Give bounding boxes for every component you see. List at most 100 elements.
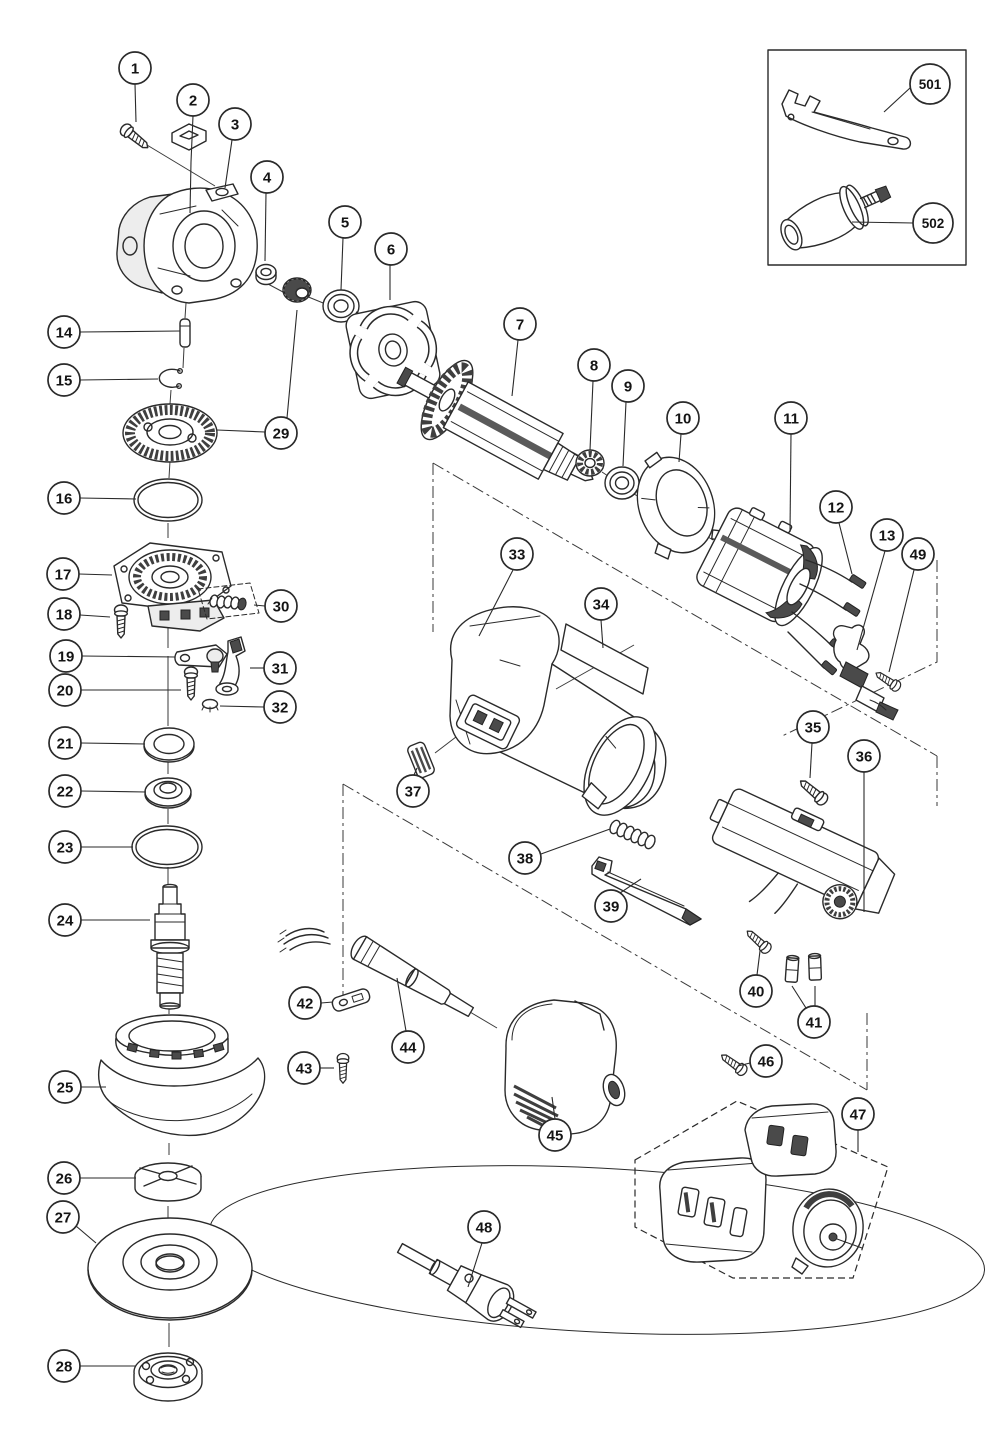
callout-15[interactable]: 15 xyxy=(47,363,159,397)
callout-10[interactable]: 10 xyxy=(666,401,700,463)
callout-3[interactable]: 3 xyxy=(218,107,252,189)
callout-28[interactable]: 28 xyxy=(47,1349,136,1383)
callout-26[interactable]: 26 xyxy=(47,1161,136,1195)
callout-16[interactable]: 16 xyxy=(47,481,137,515)
svg-text:2: 2 xyxy=(189,92,197,109)
callout-31[interactable]: 31 xyxy=(250,651,297,685)
svg-text:45: 45 xyxy=(547,1127,564,1144)
callout-501[interactable]: 501 xyxy=(883,63,951,113)
part-lever-plate-19 xyxy=(174,644,228,673)
callout-30[interactable]: 30 xyxy=(253,589,298,623)
callout-22[interactable]: 22 xyxy=(48,774,147,808)
callout-48[interactable]: 48 xyxy=(467,1210,501,1288)
part-housing-33 xyxy=(449,606,667,816)
part-spring-30 xyxy=(197,582,260,620)
callout-36[interactable]: 36 xyxy=(847,739,881,912)
callout-7[interactable]: 7 xyxy=(503,307,537,397)
callout-2[interactable]: 2 xyxy=(176,83,210,214)
callout-5[interactable]: 5 xyxy=(328,205,362,291)
svg-text:10: 10 xyxy=(675,410,692,427)
callout-14[interactable]: 14 xyxy=(47,315,181,349)
callout-19[interactable]: 19 xyxy=(49,639,176,673)
callout-1[interactable]: 1 xyxy=(118,51,152,123)
callout-46[interactable]: 46 xyxy=(737,1044,783,1078)
callout-42[interactable]: 42 xyxy=(288,986,334,1020)
callout-33[interactable]: 33 xyxy=(478,537,534,637)
section-lines xyxy=(342,462,938,1091)
callout-47[interactable]: 47 xyxy=(841,1097,875,1152)
callout-12[interactable]: 12 xyxy=(819,490,853,575)
part-brush-holder-13 xyxy=(832,624,899,721)
callout-27[interactable]: 27 xyxy=(46,1200,97,1244)
callout-37[interactable]: 37 xyxy=(396,767,430,808)
callout-49[interactable]: 49 xyxy=(888,537,935,673)
part-nameplate-34 xyxy=(560,623,649,695)
part-spindle-24 xyxy=(150,883,190,1010)
callout-39[interactable]: 39 xyxy=(594,878,642,923)
part-wheel-washer-26 xyxy=(134,1162,202,1202)
callout-32[interactable]: 32 xyxy=(219,690,297,724)
callout-41[interactable]: 41 xyxy=(791,985,831,1039)
svg-text:41: 41 xyxy=(806,1014,823,1031)
svg-text:21: 21 xyxy=(57,735,74,752)
svg-text:39: 39 xyxy=(603,898,620,915)
svg-text:28: 28 xyxy=(56,1358,73,1375)
svg-text:20: 20 xyxy=(57,682,74,699)
part-bearing-5 xyxy=(322,289,360,323)
svg-text:22: 22 xyxy=(57,783,74,800)
callout-25[interactable]: 25 xyxy=(48,1070,106,1104)
svg-text:27: 27 xyxy=(55,1209,72,1226)
part-push-nut-32 xyxy=(201,698,219,713)
svg-text:29: 29 xyxy=(273,425,290,442)
svg-text:7: 7 xyxy=(516,316,524,333)
callout-17[interactable]: 17 xyxy=(46,557,113,591)
callout-40[interactable]: 40 xyxy=(739,950,773,1008)
callout-23[interactable]: 23 xyxy=(48,830,133,864)
callout-13[interactable]: 13 xyxy=(856,518,904,651)
callout-6[interactable]: 6 xyxy=(374,232,408,300)
svg-text:12: 12 xyxy=(828,499,845,516)
callout-44[interactable]: 44 xyxy=(391,977,425,1064)
part-grinding-wheel-27 xyxy=(87,1217,253,1321)
callout-9[interactable]: 9 xyxy=(611,369,645,467)
callout-24[interactable]: 24 xyxy=(48,903,150,937)
part-plug-48 xyxy=(396,1242,537,1329)
svg-text:36: 36 xyxy=(856,748,873,765)
part-nut-4 xyxy=(255,263,277,286)
svg-text:9: 9 xyxy=(624,378,632,395)
svg-text:35: 35 xyxy=(805,719,822,736)
svg-text:6: 6 xyxy=(387,241,395,258)
callout-11[interactable]: 11 xyxy=(774,401,808,533)
part-square-nut-2 xyxy=(171,123,207,151)
callout-35[interactable]: 35 xyxy=(796,710,830,779)
part-spring-38 xyxy=(609,819,656,850)
callout-18[interactable]: 18 xyxy=(47,597,111,631)
svg-text:23: 23 xyxy=(57,839,74,856)
part-lock-lever-31 xyxy=(215,636,246,696)
part-ring-16 xyxy=(133,478,203,522)
part-cord-armor-44 xyxy=(277,927,475,1018)
svg-text:43: 43 xyxy=(296,1060,313,1077)
callout-45[interactable]: 45 xyxy=(538,1096,572,1152)
svg-text:502: 502 xyxy=(922,216,945,231)
side-handle-502 xyxy=(780,184,892,251)
callout-20[interactable]: 20 xyxy=(48,673,181,707)
svg-text:44: 44 xyxy=(400,1039,417,1056)
callout-34[interactable]: 34 xyxy=(584,587,618,649)
callout-21[interactable]: 21 xyxy=(48,726,146,760)
callout-38[interactable]: 38 xyxy=(508,828,611,875)
callout-8[interactable]: 8 xyxy=(577,348,611,451)
svg-text:25: 25 xyxy=(57,1079,74,1096)
callout-502[interactable]: 502 xyxy=(851,202,954,244)
svg-text:37: 37 xyxy=(405,783,422,800)
svg-text:3: 3 xyxy=(231,116,239,133)
part-switch-bar-39 xyxy=(591,856,702,926)
svg-text:15: 15 xyxy=(56,372,73,389)
svg-text:40: 40 xyxy=(748,983,765,1000)
callout-29[interactable]: 29 xyxy=(216,309,298,450)
part-armature-7 xyxy=(396,359,594,482)
callout-4[interactable]: 4 xyxy=(250,160,284,262)
svg-text:38: 38 xyxy=(517,850,534,867)
callout-43[interactable]: 43 xyxy=(287,1051,334,1085)
svg-text:47: 47 xyxy=(850,1106,867,1123)
